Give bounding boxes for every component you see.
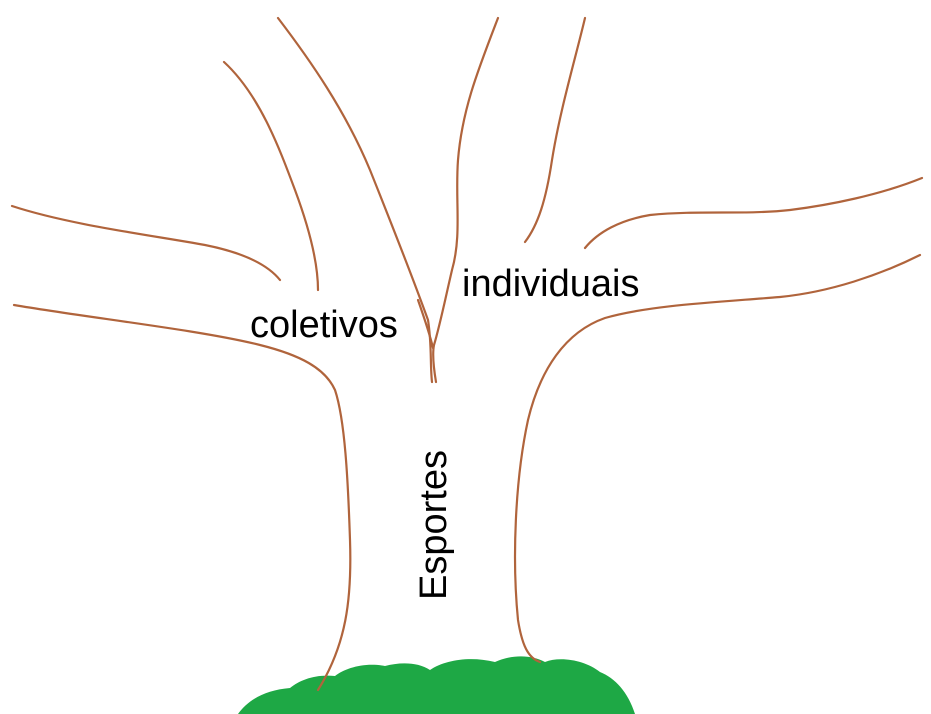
branch-far-left [12,206,280,280]
label-esportes: Esportes [413,450,455,600]
grass-bush [238,656,635,714]
branch-left-upper [224,62,318,290]
tree-branches [12,18,922,690]
branch-far-right [585,178,922,248]
grass-shape [238,656,635,714]
label-individuais: individuais [462,263,639,305]
label-coletivos: coletivos [250,304,398,346]
branch-inner-split [418,300,433,348]
trunk-right-edge [515,255,920,662]
branch-center-right [433,18,498,382]
branch-right-upper [525,18,585,242]
trunk-left-edge [14,305,350,690]
